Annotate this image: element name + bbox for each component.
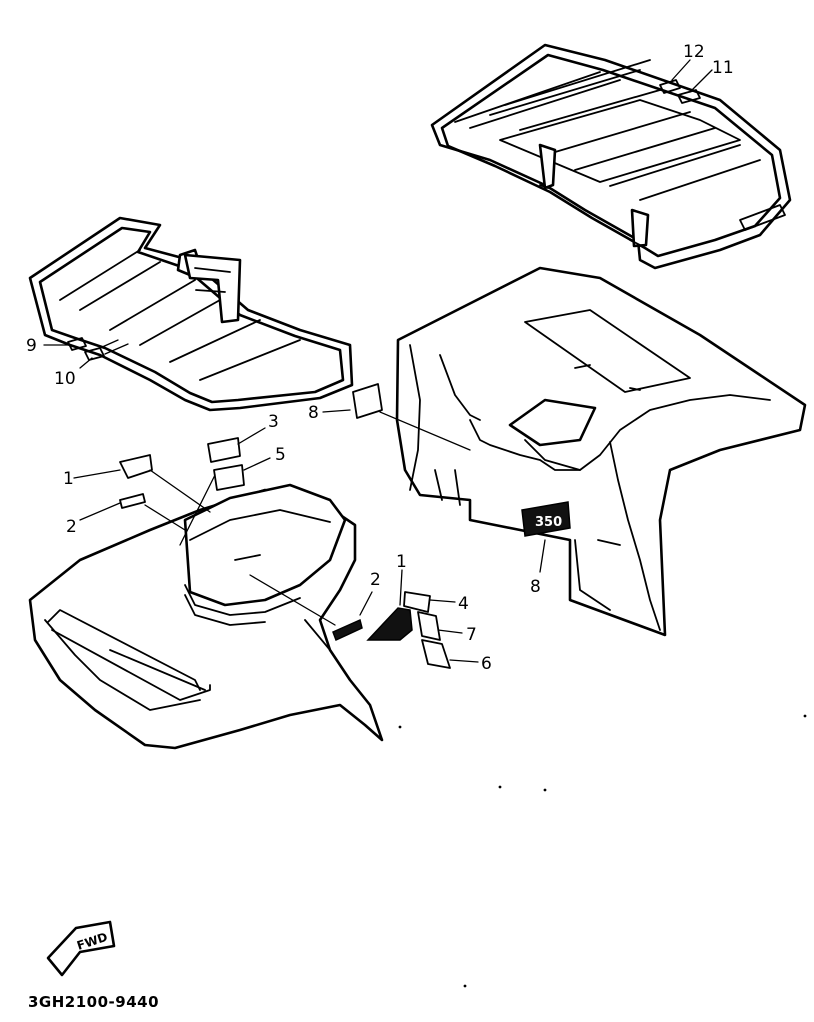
callout-8b: 8 xyxy=(530,577,541,597)
callout-4: 4 xyxy=(458,594,469,614)
callout-2b: 2 xyxy=(370,570,381,590)
emblem-text: 350 xyxy=(535,515,562,530)
leader-10 xyxy=(79,357,93,369)
callout-1a: 1 xyxy=(63,469,74,489)
leader-1a-to-fender xyxy=(149,469,211,513)
leader-5-to-fender xyxy=(179,474,216,546)
front-carrier xyxy=(28,216,354,412)
callout-3: 3 xyxy=(268,412,279,432)
leader-11 xyxy=(689,69,713,93)
decal-1b-4x4 xyxy=(366,607,413,641)
leader-2a xyxy=(79,502,121,521)
callout-1b: 1 xyxy=(396,552,407,572)
callout-10: 10 xyxy=(54,369,76,389)
rear-carrier xyxy=(430,43,792,270)
fwd-arrow-icon: FWD xyxy=(46,920,116,977)
decal-7 xyxy=(417,611,441,641)
decal-3 xyxy=(207,437,241,463)
dot xyxy=(803,714,807,718)
leader-7 xyxy=(437,629,463,634)
emblem-350: 350 xyxy=(521,501,571,537)
leader-2b-to-fender xyxy=(249,574,336,626)
decal-9 xyxy=(67,337,87,351)
part-code: 3GH2100-9440 xyxy=(28,993,159,1011)
callout-2a: 2 xyxy=(66,517,77,537)
dot xyxy=(463,984,467,988)
callout-7: 7 xyxy=(466,625,477,645)
leader-8b xyxy=(539,539,546,573)
rear-fender xyxy=(395,266,807,637)
fender-mark xyxy=(597,539,621,546)
leader-5 xyxy=(243,457,271,471)
leader-1a xyxy=(73,469,121,479)
decal-10 xyxy=(84,347,105,361)
leader-1b xyxy=(399,569,403,606)
leader-4 xyxy=(429,599,456,603)
dot xyxy=(398,725,402,729)
dot xyxy=(543,788,547,792)
decal-4 xyxy=(403,591,431,613)
leader-8a-to-fender xyxy=(379,411,471,451)
callout-9: 9 xyxy=(26,336,37,356)
front-fender xyxy=(28,483,384,750)
callout-12: 12 xyxy=(683,42,705,62)
callout-6: 6 xyxy=(481,654,492,674)
leader-10b xyxy=(99,339,129,355)
decal-2b xyxy=(332,618,363,642)
leader-2a-to-fender xyxy=(144,504,186,531)
leader-3 xyxy=(237,427,266,445)
leader-12 xyxy=(671,59,691,81)
leader-8a xyxy=(322,409,351,413)
leader-6 xyxy=(449,659,479,663)
callout-8a: 8 xyxy=(308,403,319,423)
callout-11: 11 xyxy=(712,58,734,78)
decal-6 xyxy=(421,639,451,669)
decal-5 xyxy=(213,464,245,491)
decal-8a xyxy=(352,383,383,419)
decal-1a xyxy=(119,454,153,479)
dot xyxy=(498,785,502,789)
decal-2a xyxy=(119,493,146,509)
leader-2b xyxy=(359,591,373,616)
callout-5: 5 xyxy=(275,445,286,465)
decal-12 xyxy=(659,79,681,94)
